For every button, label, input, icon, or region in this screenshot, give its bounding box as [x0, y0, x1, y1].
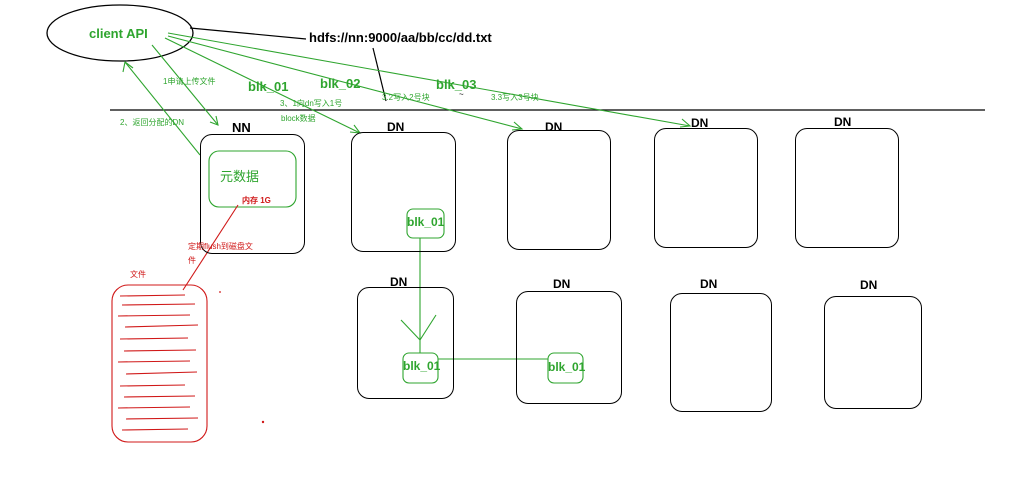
step-3-1-sub-label: block数据 — [281, 114, 316, 123]
datanode-title-1: DN — [387, 120, 405, 134]
step-2-label: 2、返回分配的DN — [120, 118, 185, 127]
client-to-dn3-arrow — [167, 32, 691, 127]
blk-02-label: blk_02 — [320, 76, 361, 91]
replica-label-dn5: blk_01 — [403, 359, 441, 373]
step-3-3-label: 3.3写入3号块 — [491, 93, 539, 102]
client-api-label: client API — [89, 26, 148, 41]
step-1-label: 1申请上传文件 — [163, 77, 216, 86]
datanode-box-3 — [654, 128, 758, 248]
request-upload-arrow — [151, 44, 219, 126]
file-scribble-lines — [117, 294, 199, 431]
datanode-title-7: DN — [700, 277, 718, 291]
datanode-box-2 — [507, 130, 611, 250]
blk-01-label: blk_01 — [248, 79, 289, 94]
step-3-2-label: 3.2写入2号块 — [382, 93, 430, 102]
blk-outline-dn1 — [406, 208, 445, 239]
request-upload-arrowhead — [209, 115, 219, 126]
datanode-title-5: DN — [390, 275, 408, 289]
blk-03-label: blk_03 — [436, 77, 477, 92]
client-to-dn2-arrowhead — [511, 121, 524, 131]
red-dot-2 — [261, 420, 265, 424]
memory-label: 内存 1G — [242, 196, 271, 205]
client-to-path-line — [189, 27, 307, 40]
namenode-box — [200, 134, 305, 254]
flush-label-line-2: 件 — [188, 256, 196, 265]
client-to-dn3-arrowhead — [679, 118, 692, 128]
client-api-ellipse — [46, 4, 194, 62]
datanode-title-8: DN — [860, 278, 878, 292]
datanode-box-8 — [824, 296, 922, 409]
datanode-title-4: DN — [834, 115, 852, 129]
datanode-box-6 — [516, 291, 622, 404]
step-3-1-label: 3、1向dn写入1号 — [280, 99, 343, 108]
replica-label-dn1: blk_01 — [407, 215, 445, 229]
red-dot-1 — [219, 291, 221, 293]
return-dn-arrowhead — [122, 61, 134, 73]
client-to-dn2-arrow — [167, 35, 523, 130]
datanode-title-3: DN — [691, 116, 709, 130]
datanode-title-6: DN — [553, 277, 571, 291]
file-box — [111, 284, 208, 443]
datanode-title-2: DN — [545, 120, 563, 134]
metadata-label: 元数据 — [220, 169, 260, 184]
datanode-box-4 — [795, 128, 899, 248]
datanode-box-1 — [351, 132, 456, 252]
hdfs-path-label: hdfs://nn:9000/aa/bb/cc/dd.txt — [309, 30, 492, 45]
replica-label-dn6: blk_01 — [548, 360, 586, 374]
return-dn-arrow — [124, 61, 201, 156]
metadata-box — [208, 150, 297, 208]
file-label: 文件 — [130, 270, 146, 279]
client-to-dn1-arrow — [164, 37, 361, 134]
tilde-mark: ~ — [459, 90, 464, 99]
blk-outline-dn6 — [547, 352, 584, 384]
datanode-box-5 — [357, 287, 454, 399]
flush-label-line-1: 定期flush到磁盘文 — [188, 242, 253, 251]
datanode-box-7 — [670, 293, 772, 412]
pipeline-down-arrowhead — [400, 314, 437, 341]
namenode-title: NN — [232, 120, 251, 135]
